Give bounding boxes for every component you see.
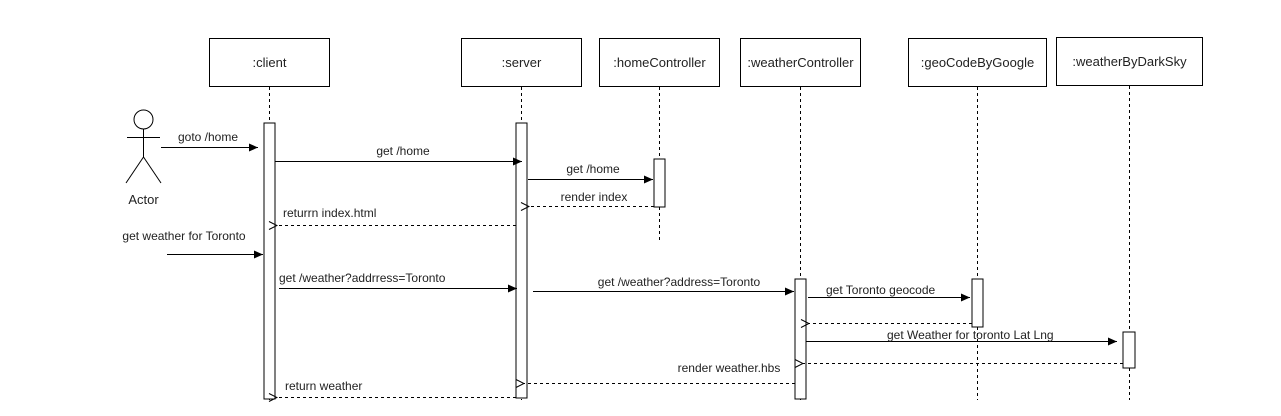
message-get-toronto-geocode: get Toronto geocode — [808, 283, 970, 302]
message-label: goto /home — [178, 130, 238, 144]
message-label: render weather.hbs — [678, 361, 781, 375]
message-goto-home: goto /home — [161, 130, 258, 152]
actor: Actor — [125, 109, 162, 207]
message-label: returrn index.html — [283, 206, 376, 220]
message-label: get /home — [566, 162, 620, 176]
message-label: render index — [561, 190, 628, 204]
message-render-index: render index — [529, 190, 654, 207]
participant-weathercontroller-label: :weatherController — [747, 55, 854, 70]
message-get-weather-toronto: get weather for Toronto — [122, 229, 263, 259]
participant-client: :client — [209, 38, 330, 87]
activation-weathercontroller — [794, 278, 807, 400]
message-get-home-server: get /home — [275, 144, 522, 166]
message-get-weather-address: get /weather?address=Toronto — [533, 275, 794, 296]
participant-homecontroller: :homeController — [599, 38, 720, 87]
actor-label: Actor — [128, 192, 159, 207]
actor-stick-figure-icon — [125, 109, 162, 184]
message-get-home-controller: get /home — [528, 162, 653, 184]
activation-geocodebygoogle — [971, 278, 984, 328]
message-label: get /weather?address=Toronto — [598, 275, 761, 289]
participant-server-label: :server — [502, 55, 542, 70]
message-get-weather-latlng: get Weather for toronto Lat Lng — [806, 328, 1117, 346]
participant-geocodebygoogle: :geoCodeByGoogle — [908, 38, 1047, 87]
activation-server — [515, 122, 528, 399]
activation-homecontroller — [653, 158, 666, 208]
participant-geocodebygoogle-label: :geoCodeByGoogle — [921, 55, 1034, 70]
message-return-weather: return weather — [277, 379, 516, 398]
participant-weathercontroller: :weatherController — [740, 38, 861, 87]
activation-weatherbydarksky — [1122, 331, 1136, 369]
message-label: get Toronto geocode — [826, 283, 936, 297]
participant-client-label: :client — [253, 55, 287, 70]
message-returrn-index: returrn index.html — [277, 206, 516, 226]
message-label: return weather — [285, 379, 362, 393]
message-label: get Weather for toronto Lat Lng — [887, 328, 1054, 342]
participant-server: :server — [461, 38, 582, 87]
participant-weatherbydarksky: :weatherByDarkSky — [1056, 37, 1203, 86]
message-label: get /home — [376, 144, 430, 158]
message-get-weather-addrress: get /weather?addrress=Toronto — [279, 271, 517, 293]
activation-client — [263, 122, 276, 400]
message-render-weather: render weather.hbs — [524, 361, 795, 384]
participant-weatherbydarksky-label: :weatherByDarkSky — [1072, 54, 1187, 69]
message-label: get weather for Toronto — [122, 229, 246, 243]
message-label: get /weather?addrress=Toronto — [279, 271, 446, 285]
participant-homecontroller-label: :homeController — [613, 55, 706, 70]
